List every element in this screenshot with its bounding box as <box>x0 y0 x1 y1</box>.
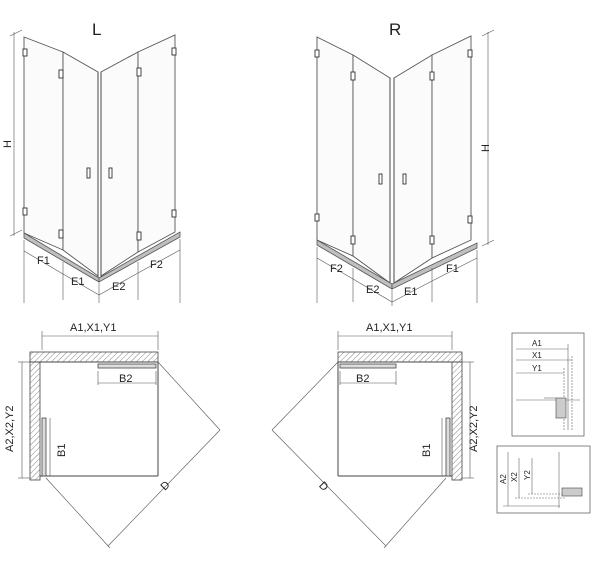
handle-icon <box>378 173 383 185</box>
handle-icon <box>86 167 91 179</box>
hinge-icon <box>136 67 142 77</box>
hinge-icon <box>429 71 435 81</box>
hinge-icon <box>22 207 28 216</box>
left-dim-label-3: E2 <box>112 281 125 293</box>
left-glass-panel-inner <box>62 51 99 277</box>
right-dim-label-4: F1 <box>446 263 459 275</box>
back-wall <box>29 351 159 363</box>
left-plan-view: A1,X1,Y1 A2,X2,Y2 B2 B1 D <box>4 322 221 549</box>
left-view-title: L <box>92 20 101 39</box>
right-shower-tray <box>391 242 478 290</box>
left-height-label: H <box>2 140 14 148</box>
left-dim-label-1: F1 <box>37 255 50 267</box>
left-plan-top-label: A1,X1,Y1 <box>70 322 116 334</box>
detail-top-label-2: X1 <box>532 351 542 360</box>
right-dim-label-2: E2 <box>366 284 379 296</box>
hinge-icon <box>58 229 64 239</box>
left-glass-panel-outer <box>316 36 354 257</box>
handle-icon <box>108 167 113 179</box>
right-plan-b1-label: B1 <box>421 444 433 457</box>
detail-bottom-label-1: A2 <box>499 474 508 484</box>
detail-bottom: A2 X2 Y2 <box>496 445 591 514</box>
right-view-title: R <box>389 20 401 39</box>
back-wall <box>337 351 463 363</box>
left-dim-label-4: F2 <box>150 259 163 271</box>
hinge-icon <box>429 235 435 245</box>
detail-bottom-label-3: Y2 <box>523 470 532 480</box>
right-plan-b2-label: B2 <box>356 373 369 385</box>
left-glass-panel-inner <box>352 54 391 284</box>
right-plan-side-label: A2,X2,Y2 <box>468 406 480 452</box>
left-elevation: L H <box>2 20 181 303</box>
right-glass-panel-outer <box>137 34 176 253</box>
right-glass-panel-inner <box>393 54 433 284</box>
hinge-icon <box>467 49 473 58</box>
hinge-icon <box>171 47 177 56</box>
right-dim-label-1: F2 <box>330 263 343 275</box>
left-dim-label-2: E1 <box>71 276 84 288</box>
left-glass-panel-outer <box>23 36 64 251</box>
hinge-icon <box>171 209 177 218</box>
right-plan-top-label: A1,X1,Y1 <box>366 322 412 334</box>
side-wall <box>29 361 41 481</box>
detail-bottom-label-2: X2 <box>510 472 519 482</box>
hinge-icon <box>58 69 64 79</box>
hinge-icon <box>467 215 473 224</box>
hinge-icon <box>22 48 28 57</box>
right-plan-diagonal-label: D <box>316 480 330 494</box>
detail-top-label-1: A1 <box>532 339 542 348</box>
hinge-icon <box>136 231 142 241</box>
right-height-label: H <box>480 144 492 152</box>
right-shower-tray <box>98 231 181 283</box>
door-panel-b1 <box>41 417 47 477</box>
right-elevation: R H F2 <box>314 20 495 306</box>
right-glass-panel-outer <box>431 35 472 259</box>
door-panel-b1 <box>445 417 451 477</box>
hinge-icon <box>314 49 320 58</box>
right-dim-label-3: E1 <box>404 286 417 298</box>
side-wall <box>451 361 463 481</box>
right-glass-panel-inner <box>100 51 139 277</box>
handle-icon <box>402 173 407 185</box>
left-plan-b1-label: B1 <box>56 444 68 457</box>
door-panel-b2 <box>339 363 397 369</box>
door-panel-b2 <box>97 363 157 369</box>
left-plan-side-label: A2,X2,Y2 <box>4 406 16 452</box>
detail-top: A1 X1 Y1 <box>511 332 585 437</box>
hinge-icon <box>350 71 356 81</box>
hinge-icon <box>350 235 356 245</box>
right-plan-view: A1,X1,Y1 A2,X2,Y2 B2 B1 D <box>271 322 480 549</box>
left-plan-b2-label: B2 <box>119 373 132 385</box>
detail-top-label-3: Y1 <box>532 364 542 373</box>
hinge-icon <box>314 213 320 222</box>
